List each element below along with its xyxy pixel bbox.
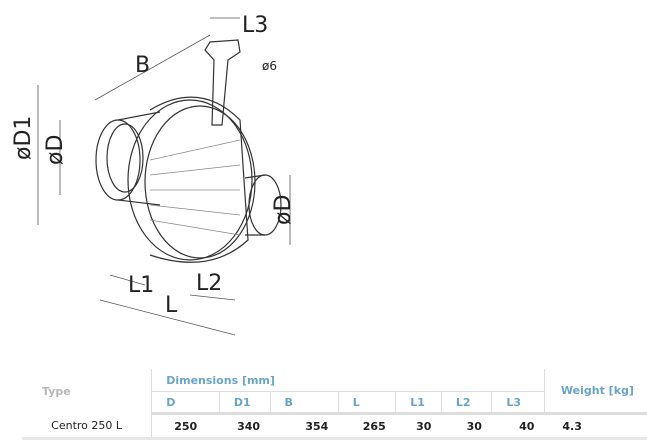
dimension-lines [37,17,291,336]
label-d-right: øD [271,195,296,225]
label-l3: L3 [242,13,268,38]
dimensions-header: Dimensions [mm] [151,369,545,392]
cell-d1: 340 [219,413,271,440]
cell-b: 354 [270,413,339,440]
cell-l2: 30 [441,413,492,440]
cell-l: 265 [338,413,396,440]
col-l3: L3 [491,391,545,415]
col-d: D [151,391,220,415]
label-hole: ø6 [262,59,277,73]
weight-header: Weight [kg] [543,369,647,415]
label-d1: øD1 [11,116,36,160]
col-b: B [269,391,339,415]
cell-weight: 4.3 [544,413,647,440]
col-l2: L2 [440,391,492,415]
col-l1: L1 [395,391,442,415]
cell-d: 250 [151,413,220,440]
label-l2: L2 [196,271,222,296]
cell-type: Centro 250 L [22,413,152,440]
label-b: B [135,53,150,78]
label-l1: L1 [128,273,154,298]
col-d1: D1 [218,391,271,415]
cell-l1: 30 [395,413,442,440]
type-header: Type [42,384,71,398]
dimensions-table: Type Dimensions [mm] Weight [kg] D D1 B … [22,369,647,440]
cell-l3: 40 [491,413,545,440]
label-d-left: øD [43,135,68,165]
label-l: L [165,293,178,318]
col-l: L [337,391,396,415]
fan-body [95,39,282,263]
fan-technical-drawing: B L3 ø6 øD1 øD øD L1 L2 L [11,13,296,336]
table-row: Centro 250 L 250 340 354 265 30 30 40 4.… [22,413,647,440]
